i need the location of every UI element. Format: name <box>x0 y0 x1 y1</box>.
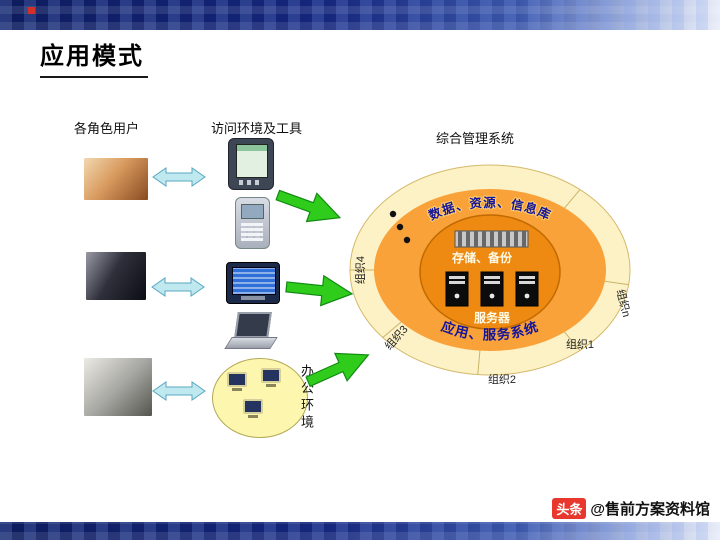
server-label: 服务器 <box>474 310 511 325</box>
watermark: 头条 @售前方案资料馆 <box>552 498 710 519</box>
laptop-icon <box>224 312 278 350</box>
org-label-2: 组织2 <box>488 372 516 386</box>
tools-column-label: 访问环境及工具 <box>211 121 303 136</box>
server-icon <box>480 271 504 307</box>
group-users-photo <box>84 358 152 416</box>
toutiao-logo: 头条 <box>552 498 587 519</box>
laptop-base <box>224 337 278 349</box>
pda-screen <box>236 144 268 178</box>
green-arrow-top <box>272 180 346 233</box>
org-label-4: 组织4 <box>353 256 367 284</box>
users-column-label: 各角色用户 <box>74 121 140 136</box>
office-computer-icon <box>227 372 247 391</box>
org-ring-dividers <box>350 189 629 375</box>
monitor-screen <box>243 399 263 414</box>
handheld-terminal-icon <box>226 262 280 304</box>
monitor-stand <box>232 388 242 391</box>
monitor-screen <box>261 368 281 383</box>
server-icon <box>445 271 469 307</box>
bar-accent-square <box>28 7 35 14</box>
phone-keypad <box>241 222 263 241</box>
office-computer-icon <box>243 399 263 418</box>
monitor-stand <box>248 415 258 418</box>
handheld-screen <box>232 267 276 295</box>
office-environment-ellipse <box>212 358 308 438</box>
family-users-photo <box>84 158 148 200</box>
monitor-screen <box>227 372 247 387</box>
system-column-label: 综合管理系统 <box>436 131 515 146</box>
two-way-arrow-bottom <box>152 381 206 401</box>
office-computer-icon <box>261 368 281 387</box>
office-environment-label: 办公环境 <box>299 364 314 432</box>
more-orgs-dots <box>389 210 411 244</box>
laptop-screen <box>234 312 272 338</box>
org-label-1: 组织1 <box>566 337 594 351</box>
watermark-handle: @售前方案资料馆 <box>590 501 710 518</box>
server-icon <box>515 271 539 307</box>
two-way-arrow-middle <box>151 277 205 297</box>
mobile-phone-icon <box>235 197 270 249</box>
pda-device-icon <box>228 138 274 190</box>
top-decor-bar <box>0 0 720 30</box>
handheld-keys <box>241 296 265 300</box>
business-user-photo <box>86 252 146 300</box>
monitor-stand <box>266 384 276 387</box>
storage-backup-label: 存储、备份 <box>451 250 513 265</box>
pda-buttons <box>239 180 263 185</box>
two-way-arrow-top <box>152 167 206 187</box>
phone-screen <box>241 204 264 219</box>
bottom-decor-bar <box>0 522 720 540</box>
page-title: 应用模式 <box>40 36 148 78</box>
management-system-diagram: 存储、备份 服务器 数据、资源、信息库 应用、服务系统 组织4 组织3 组织2 … <box>349 164 634 386</box>
storage-rack-icon <box>454 230 529 248</box>
